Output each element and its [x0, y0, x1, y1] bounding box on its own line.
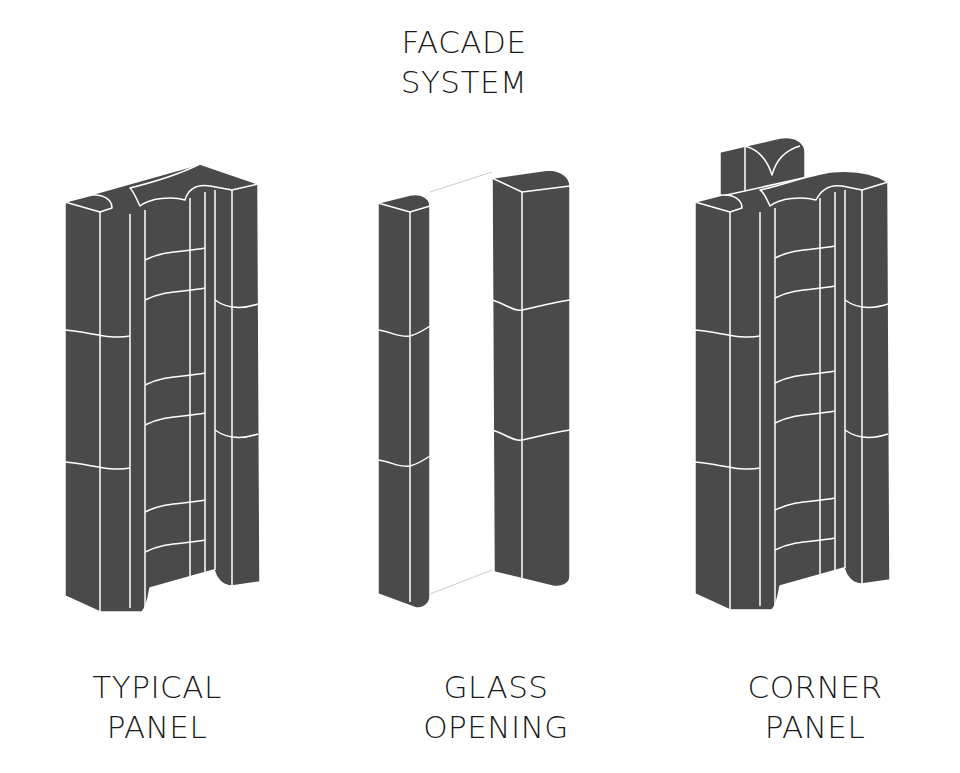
- panel-label: CORNER PANEL: [730, 667, 900, 747]
- typical-panel-drawing: [65, 164, 260, 612]
- glass-opening-drawing: [378, 170, 570, 608]
- corner-panel-drawing: [695, 138, 890, 610]
- panel-label: GLASS OPENING: [411, 667, 581, 747]
- panel-label: TYPICAL PANEL: [77, 667, 237, 747]
- diagram-title: FACADE SYSTEM: [389, 22, 539, 102]
